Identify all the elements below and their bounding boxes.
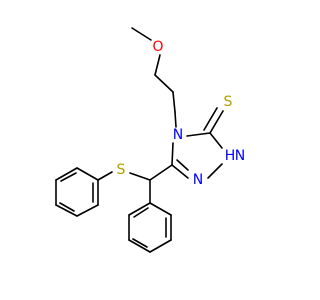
atom-oxygen: O — [152, 39, 163, 55]
bond-c5-s-double — [203, 107, 218, 131]
benzylic-center — [129, 164, 173, 204]
molecule-diagram: O S N N H N S — [55, 27, 246, 253]
ring2-bond-4 — [128, 239, 151, 253]
bond-ch-s — [129, 172, 151, 181]
ring1-double-2 — [59, 202, 75, 212]
phenyl-ring — [128, 202, 172, 253]
structure-drawing: O S N N H N S — [55, 27, 246, 253]
bond-n2-c3 — [171, 164, 189, 179]
bond-c5-n1 — [209, 132, 223, 149]
bond-c5-s — [209, 110, 224, 134]
propyl-methoxy-chain — [131, 27, 177, 128]
ring2-double-2 — [132, 238, 148, 248]
bond-n2-c3-double — [176, 159, 189, 171]
thiophenyl-ring — [55, 167, 113, 217]
atom-nitrogen-nh: N — [235, 148, 245, 164]
ring2-bond-6 — [128, 202, 151, 216]
ring2-double-3 — [133, 207, 149, 218]
atom-sulfur-thioether: S — [117, 162, 126, 178]
ring2-bond-1 — [149, 202, 172, 216]
ring1-bond-2 — [76, 204, 99, 217]
bond-ch2-n — [174, 111, 177, 128]
atom-hydrogen-nh: H — [225, 148, 236, 164]
bond-ch2-ch2-b — [172, 91, 176, 113]
bond-ch2-ch2-a — [154, 74, 174, 93]
atom-nitrogen-ring: N — [173, 127, 183, 143]
ring1-bond-5 — [55, 167, 78, 181]
bond-methyl-o — [131, 27, 152, 41]
ring2-bond-3 — [149, 239, 172, 253]
atom-nitrogen-bottom: N — [193, 172, 203, 188]
triazole-ring — [171, 107, 224, 179]
ring1-double-3 — [60, 172, 77, 182]
bond-o-ch2 — [154, 54, 161, 76]
bond-n1-n2 — [207, 163, 223, 179]
ring1-bond-6 — [76, 167, 99, 181]
atom-sulfur-thione: S — [224, 94, 233, 110]
bond-s-ph — [97, 171, 113, 181]
bond-c3-ch — [149, 164, 173, 181]
ring1-bond-3 — [55, 204, 78, 217]
atom-labels: O S N N H N S — [117, 39, 246, 188]
bond-n4-c5 — [186, 132, 211, 137]
bond-c3-n4 — [171, 142, 174, 166]
